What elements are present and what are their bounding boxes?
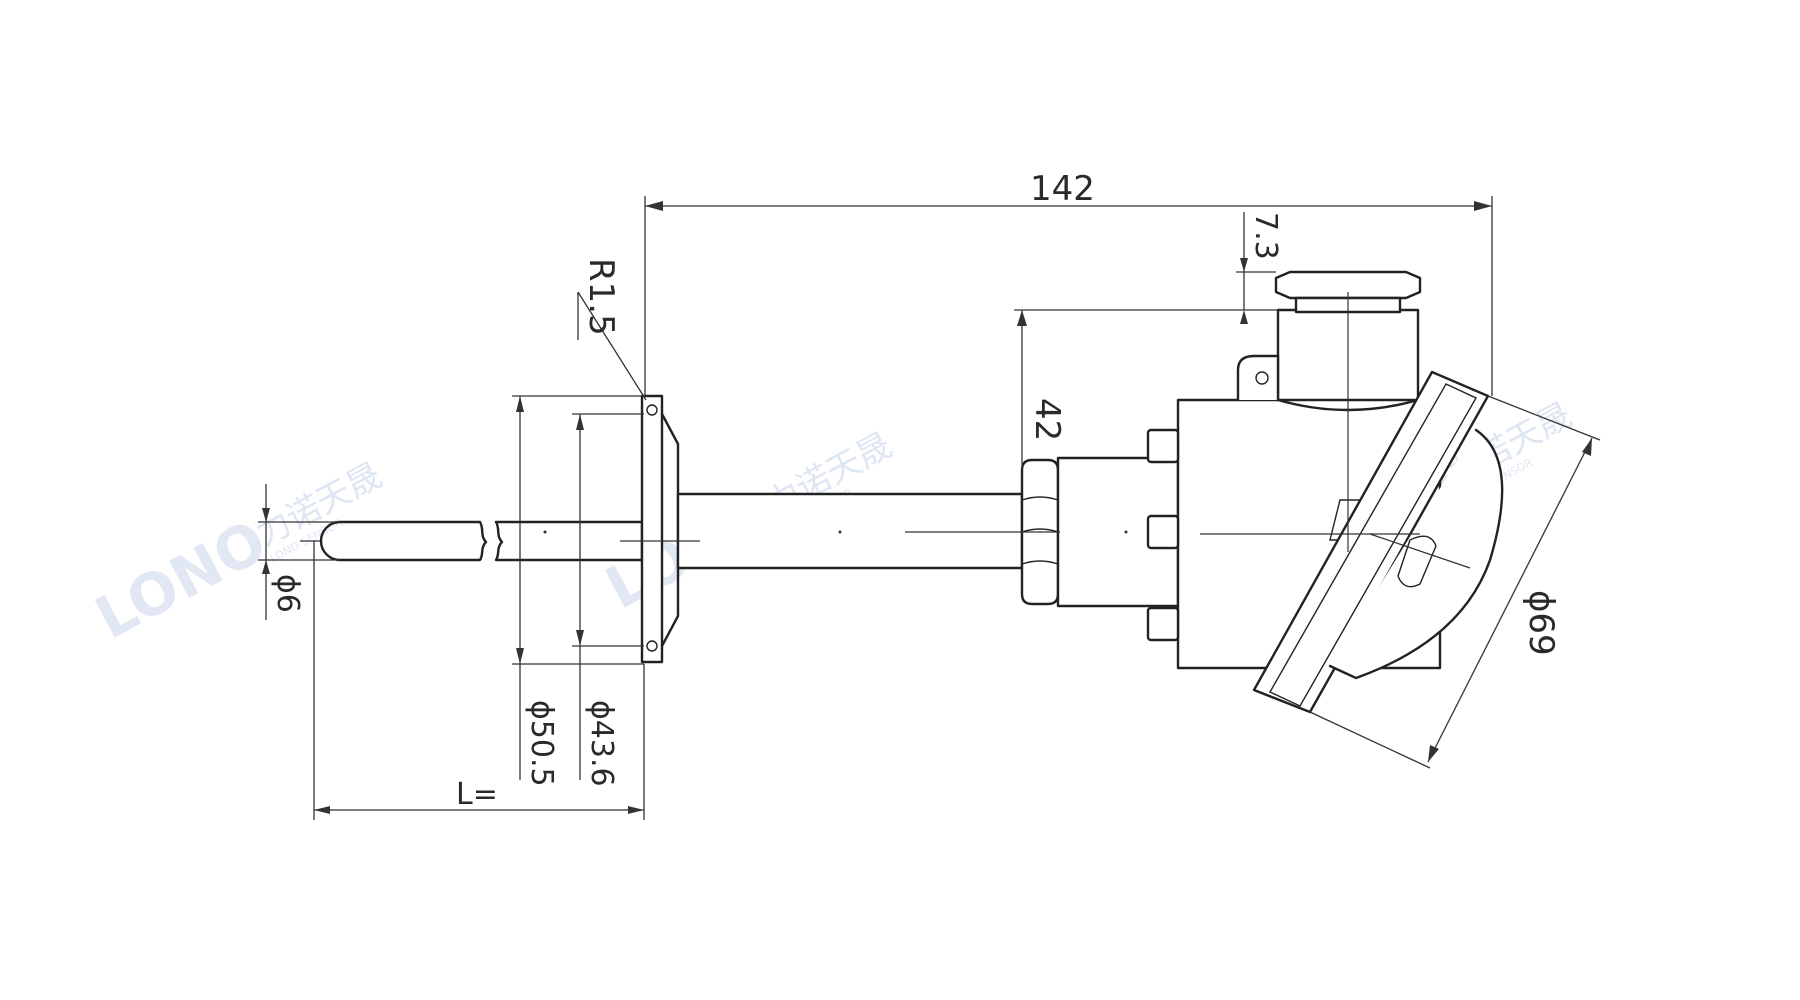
dim-head-height-label: 42 — [1027, 398, 1067, 441]
dim-insertion-lines — [313, 541, 645, 820]
dim-overall-label: 142 — [1030, 169, 1095, 209]
dim-head-diameter: ϕ69 — [1309, 395, 1601, 769]
dim-flange-outer-lines — [512, 395, 644, 780]
dim-probe-diameter-lines — [258, 484, 340, 620]
dim-top-offset-label: 7.3 — [1248, 212, 1283, 260]
dim-probe-diameter-arrows — [262, 508, 270, 574]
probe-tube-left — [319, 520, 488, 562]
lug-hole — [1255, 371, 1269, 385]
dim-overall-lines — [644, 196, 1493, 396]
dim-overall-length: 142 — [644, 169, 1493, 396]
dim-flange-inner-lines — [572, 413, 644, 780]
center-dot-1 — [543, 530, 547, 534]
center-dot-2 — [838, 530, 842, 534]
head-screw-bottom — [1146, 606, 1180, 642]
dim-flange-outer: ϕ50.5 — [512, 395, 644, 787]
dim-insertion-label: L= — [456, 777, 498, 812]
dim-flange-radius-label: R1.5 — [581, 258, 621, 336]
dim-head-height-arrows — [1017, 310, 1027, 326]
center-lines — [300, 292, 1471, 569]
dim-head-diameter-lines — [1309, 395, 1601, 769]
centerline-lid — [1369, 533, 1471, 569]
probe — [319, 520, 644, 562]
watermark-1: LONO 力诺天晟 LONO SENSOR — [85, 455, 389, 653]
gland-nut — [1274, 270, 1422, 300]
dim-flange-radius-leader — [577, 291, 647, 401]
lid-dome — [1328, 428, 1504, 680]
lid-latch — [1397, 535, 1437, 588]
center-dot-3 — [1124, 530, 1128, 534]
dim-flange-radius: R1.5 — [577, 258, 647, 401]
head-screw-middle — [1146, 514, 1180, 550]
dim-probe-diameter: ϕ6 — [258, 484, 340, 620]
dim-insertion-length: L= — [313, 541, 645, 820]
watermark-logo: LONO — [85, 507, 278, 653]
lid-inner-rim — [1269, 383, 1477, 707]
stem-tube — [676, 492, 1024, 570]
flange-bolt-top — [646, 404, 658, 416]
dim-top-offset-arrows — [1240, 258, 1248, 324]
dim-head-diameter-label: ϕ69 — [1521, 590, 1561, 656]
dim-head-height-lines — [1014, 309, 1278, 470]
dim-probe-diameter-label: ϕ6 — [270, 574, 305, 613]
dim-head-height: 42 — [1014, 309, 1278, 470]
dim-flange-inner: ϕ43.6 — [572, 413, 644, 787]
stem — [676, 492, 1024, 570]
head-ear-lug — [1236, 354, 1280, 402]
probe-tube-right — [494, 520, 644, 562]
flange-bolt-bottom — [646, 640, 658, 652]
hex-nut-facets — [1021, 496, 1059, 565]
dim-top-offset: 7.3 — [1236, 212, 1283, 324]
head-screw-top — [1146, 428, 1180, 464]
dim-flange-inner-label: ϕ43.6 — [584, 700, 619, 787]
dim-flange-outer-label: ϕ50.5 — [524, 700, 559, 787]
flange-plate — [640, 394, 664, 664]
flange — [640, 394, 680, 664]
